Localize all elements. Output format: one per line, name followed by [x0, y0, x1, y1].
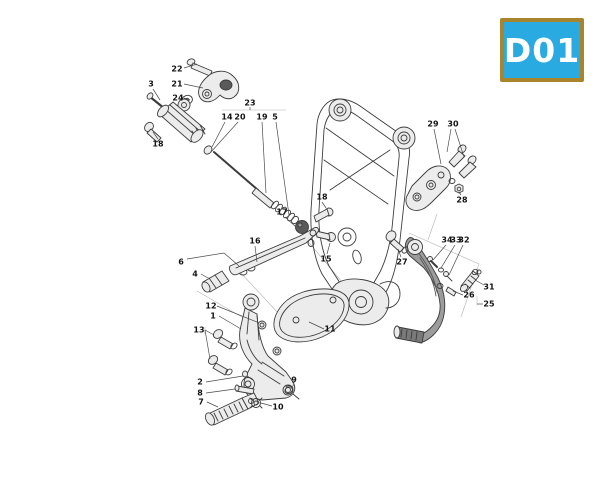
part-callout-17: 17	[276, 208, 287, 217]
diagram-code-badge: D01	[500, 18, 584, 82]
footrest-bracket-assembly	[205, 293, 300, 426]
part-callout-28: 28	[456, 196, 468, 205]
part-callout-13: 13	[193, 326, 204, 335]
part-callout-22: 22	[171, 65, 182, 74]
part-callout-5: 5	[272, 113, 278, 122]
rod-joint	[295, 220, 309, 234]
part-callout-7: 7	[198, 398, 204, 407]
pin-26	[445, 286, 457, 297]
leader-line-1	[218, 315, 242, 330]
leader-line-27	[397, 248, 402, 258]
diagram-code-text: D01	[503, 30, 581, 70]
part-callout-9: 9	[291, 376, 297, 385]
part-callout-18: 18	[316, 193, 328, 202]
part-callout-26: 26	[463, 291, 475, 300]
leader-line-29	[433, 128, 442, 165]
part-callout-15: 15	[320, 255, 332, 264]
part-callout-33: 33	[450, 236, 461, 245]
part-callout-1: 1	[210, 312, 216, 321]
heel-guard-11	[273, 288, 350, 343]
part-callout-10: 10	[272, 403, 284, 412]
part-callout-31: 31	[483, 283, 495, 292]
part-callout-19: 19	[256, 113, 268, 122]
shift-actuator-assembly	[144, 58, 240, 155]
leader-line-5	[275, 121, 290, 216]
leader-line-9	[290, 383, 295, 390]
leader-line-30	[446, 128, 452, 153]
part-callout-12: 12	[205, 302, 216, 311]
part-callout-34: 34	[441, 236, 453, 245]
part-callout-4: 4	[192, 270, 198, 279]
part-callout-29: 29	[427, 120, 439, 129]
gear-shift-rod	[213, 151, 336, 247]
leader-line-18	[152, 131, 159, 140]
leader-line-28	[458, 191, 462, 196]
gear-pedal-assembly	[385, 230, 482, 344]
leader-line-33	[440, 244, 456, 269]
projection-lines	[196, 109, 480, 342]
part-callout-3: 3	[148, 80, 154, 89]
spring-pin	[436, 283, 444, 289]
leader-line-34	[432, 244, 447, 261]
shift-arm-assembly	[201, 227, 319, 293]
leader-line-24	[183, 97, 191, 101]
part-callout-14: 14	[221, 113, 233, 122]
leader-line-13	[204, 329, 215, 336]
part-callout-18: 18	[152, 140, 164, 149]
footrest-bracket-1	[239, 307, 296, 401]
part-callout-23: 23	[244, 99, 255, 108]
support-bracket-assembly	[405, 144, 477, 211]
leader-line-13	[204, 329, 211, 360]
leader-line-17	[284, 216, 297, 228]
nut-28	[454, 183, 464, 194]
leader-line-22	[183, 63, 198, 69]
leader-line-10	[260, 402, 273, 407]
pedal-pad	[395, 326, 425, 344]
clip-10	[251, 398, 261, 408]
leader-line-20	[210, 121, 239, 153]
part-callout-32: 32	[458, 236, 469, 245]
washer	[307, 239, 315, 247]
leader-line-4	[200, 273, 209, 279]
leader-line-30	[454, 128, 465, 158]
part-callout-2: 2	[197, 378, 203, 387]
leader-line-15	[326, 242, 331, 255]
part-callout-25: 25	[483, 300, 495, 309]
part-callout-27: 27	[396, 258, 407, 267]
leader-line-32	[448, 244, 464, 276]
part-callout-30: 30	[447, 120, 459, 129]
leader-line-18	[321, 201, 327, 209]
leader-line-31	[474, 279, 485, 286]
part-callout-11: 11	[324, 325, 336, 334]
part-callout-21: 21	[171, 80, 183, 89]
leader-line-19	[261, 121, 267, 194]
leader-line-14	[211, 121, 226, 148]
spring-9	[284, 385, 300, 400]
pin-2	[242, 370, 248, 378]
leader-line-26	[452, 290, 464, 296]
leader-line-2	[205, 375, 244, 383]
leader-line-12	[216, 305, 258, 323]
leader-line-21	[183, 83, 204, 89]
leader-line-8	[205, 388, 236, 394]
leader-line-7	[206, 401, 219, 408]
part-callout-24: 24	[172, 94, 184, 103]
locknut-20	[203, 145, 213, 155]
part-callout-6: 6	[178, 258, 184, 267]
leader-line-16	[254, 245, 258, 263]
shift-lever-21	[198, 70, 240, 103]
screw-32	[443, 271, 449, 277]
leader-line-6	[186, 252, 240, 267]
nut-12	[257, 320, 267, 330]
leader-line-3	[152, 88, 161, 101]
part-callout-20: 20	[234, 113, 246, 122]
heel-guard-assembly	[257, 288, 350, 356]
washer-33	[438, 267, 444, 273]
part-callout-16: 16	[249, 237, 261, 246]
part-callout-8: 8	[197, 389, 203, 398]
leader-line-11	[308, 321, 325, 330]
